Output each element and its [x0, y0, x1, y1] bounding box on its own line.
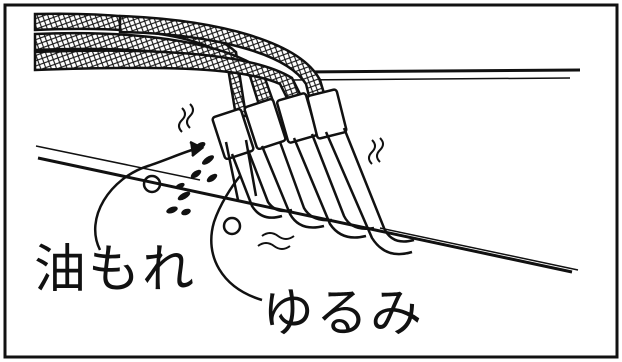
loose-callout-arrow [210, 175, 263, 302]
heat-wave-icon [178, 103, 384, 250]
frame-border [3, 3, 619, 359]
hose-fitting-icon [211, 88, 348, 201]
looseness-label: ゆるみ [262, 284, 425, 344]
leak-callout-arrow [94, 140, 205, 251]
steel-tubes [230, 127, 415, 256]
oil-leak-label: 油もれ [34, 240, 197, 300]
